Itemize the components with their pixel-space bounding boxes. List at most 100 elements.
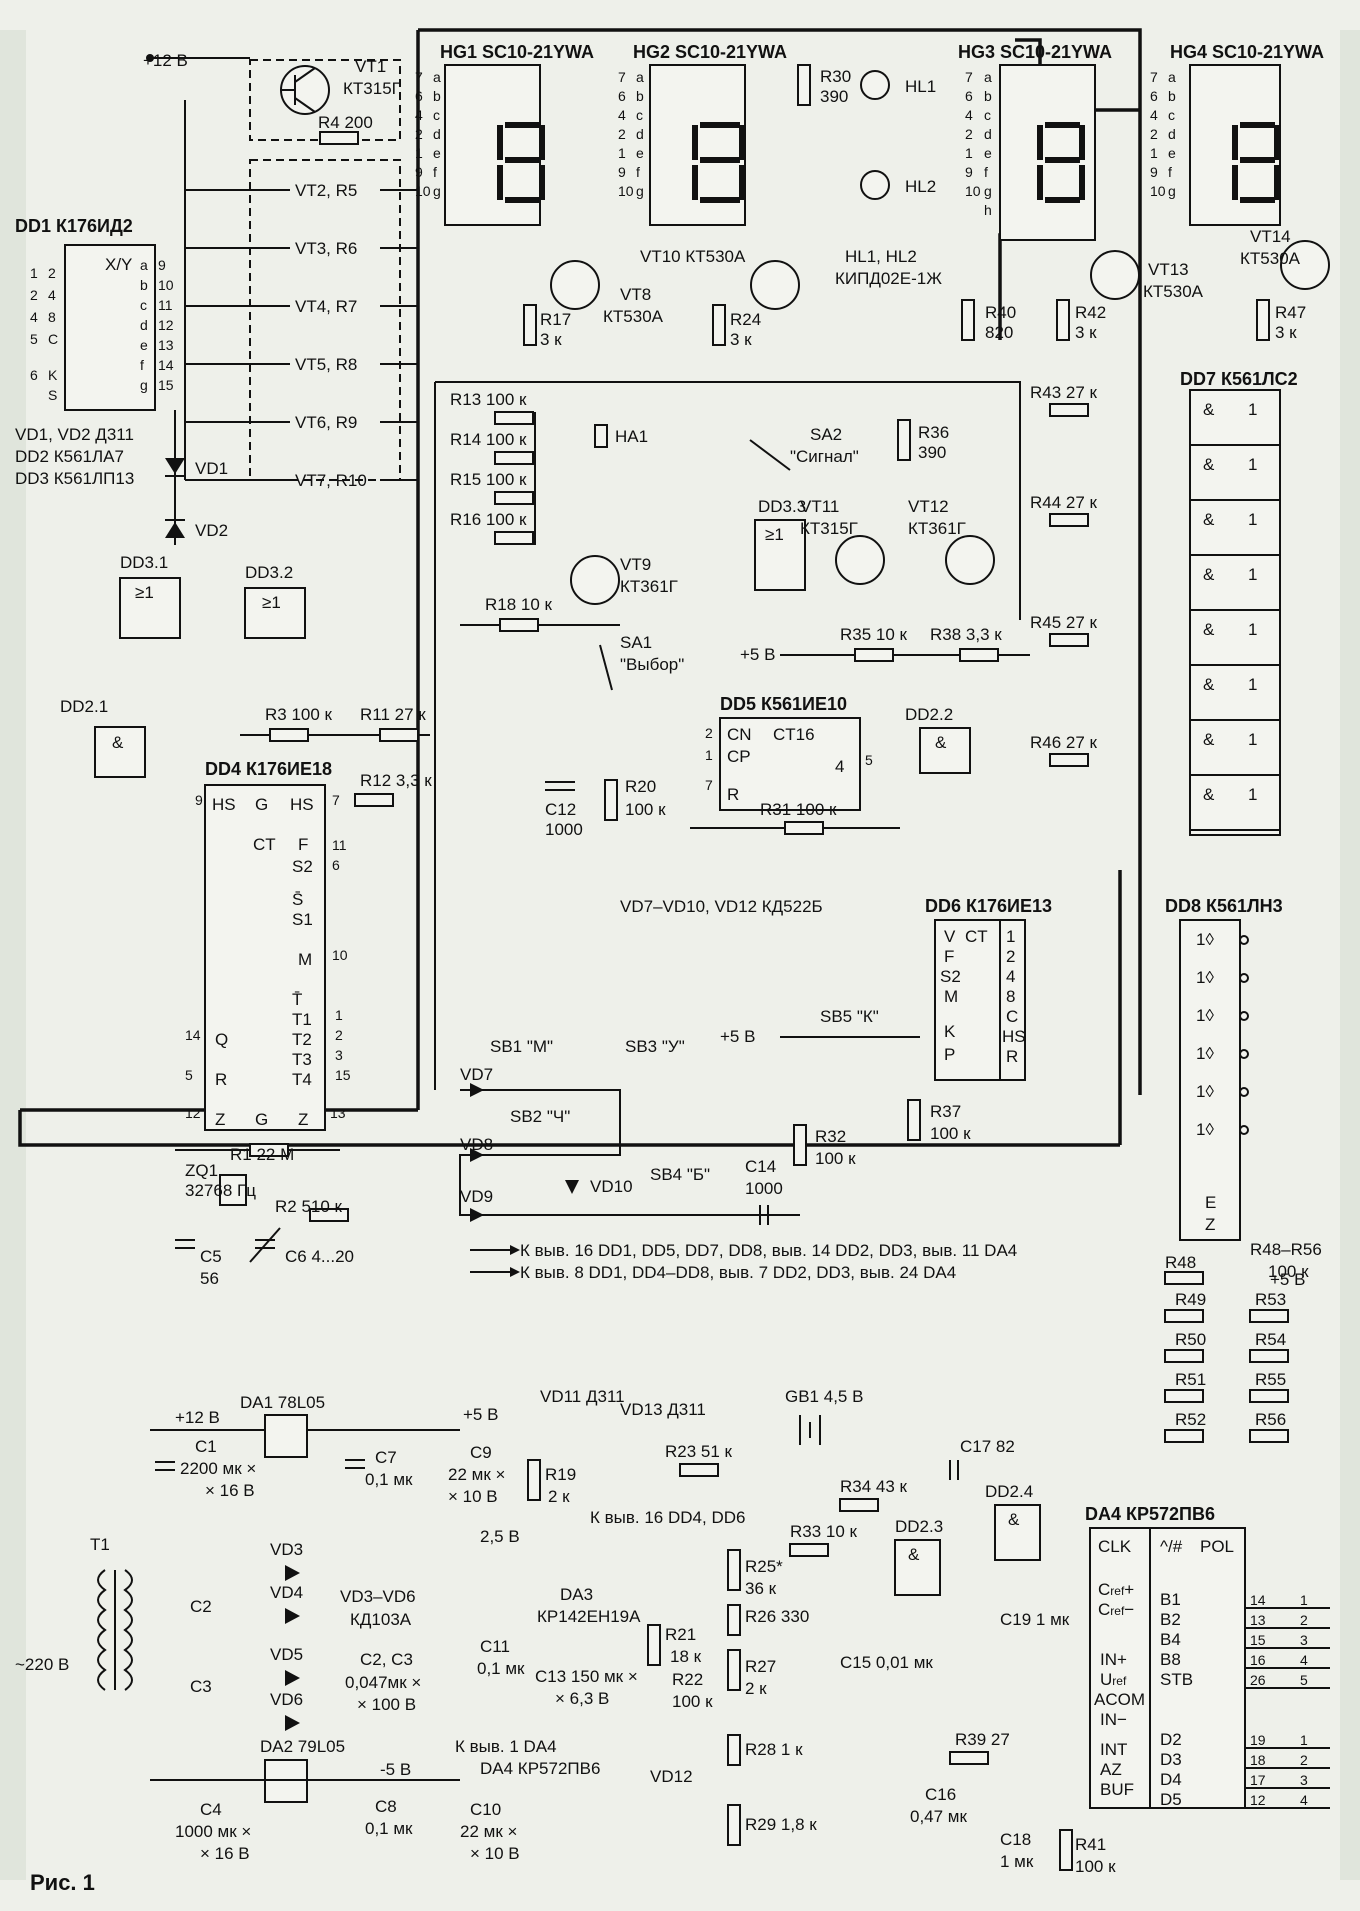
hg-segment-letter: b	[636, 88, 644, 104]
r37-label: R37	[930, 1102, 961, 1121]
svg-text:CT16: CT16	[773, 725, 815, 744]
svg-text:G: G	[255, 795, 268, 814]
svg-text:5: 5	[185, 1067, 193, 1083]
svg-text:R: R	[1006, 1047, 1018, 1066]
dd1-note-1: VD1, VD2 Д311	[15, 425, 134, 444]
dd7-or-gate: 1	[1248, 400, 1257, 419]
svg-text:14: 14	[185, 1027, 201, 1043]
hg-segment-letter: f	[636, 164, 640, 180]
c14-val: 1000	[745, 1179, 783, 1198]
r3-r11-r12: R3 100 к R11 27 к R12 3,3 к	[240, 705, 432, 807]
r44-label: R44 27 к	[1030, 493, 1098, 512]
r41-label: R41	[1075, 1835, 1106, 1854]
hg-segment-letter: d	[984, 126, 992, 142]
r34-label: R34 43 к	[840, 1477, 908, 1496]
c10-val: 22 мк ×	[460, 1822, 517, 1841]
r30-label: R30	[820, 67, 851, 86]
ha1-label: HA1	[615, 427, 648, 446]
hg-pin-number: 6	[618, 88, 626, 104]
svg-text:K: K	[48, 367, 58, 383]
c8-label: C8	[375, 1797, 397, 1816]
svg-text:1: 1	[335, 1007, 343, 1023]
hg-pin-number: 7	[1150, 69, 1158, 85]
svg-text:K: K	[944, 1022, 956, 1041]
c12-val: 1000	[545, 820, 583, 839]
r32-val: 100 к	[815, 1149, 856, 1168]
svg-text:Uref: Uref	[1100, 1670, 1127, 1689]
c18-label: C18	[1000, 1830, 1031, 1849]
da4-pin-number: 19	[1250, 1732, 1266, 1748]
hg-pin-number: 6	[415, 88, 423, 104]
svg-text:&: &	[1008, 1510, 1020, 1529]
dd5-label: DD5 К561ИЕ10	[720, 694, 847, 714]
svg-text:S: S	[48, 387, 57, 403]
hg-segment-letter: d	[1168, 126, 1176, 142]
plus5-psu: +5 В	[463, 1405, 498, 1424]
hg-pin-number: 4	[965, 107, 973, 123]
svg-text:≥1: ≥1	[135, 583, 154, 602]
r31-label: R31 100 к	[760, 800, 837, 819]
r25-val: 36 к	[745, 1579, 777, 1598]
dd7-and-gate: &	[1203, 675, 1215, 694]
da4-pin-number: 18	[1250, 1752, 1266, 1768]
c2-label: C2	[190, 1597, 212, 1616]
vt10: VT10 КТ530А R24 3 к	[640, 247, 800, 349]
dd8-inversion-bubble	[1239, 1125, 1249, 1135]
svg-text:F: F	[298, 835, 308, 854]
r32-label: R32	[815, 1127, 846, 1146]
r1-label: R1 22 М	[230, 1145, 294, 1164]
svg-text:15: 15	[158, 377, 174, 393]
svg-text:6: 6	[30, 367, 38, 383]
r37-val: 100 к	[930, 1124, 971, 1143]
da4-pin-number: 14	[1250, 1592, 1266, 1608]
r39-label: R39 27	[955, 1730, 1010, 1749]
da4-bus-number: 1	[1300, 1732, 1308, 1748]
c4-val2: × 16 В	[200, 1844, 250, 1863]
r30-val: 390	[820, 87, 848, 106]
hg-segment-letter: d	[433, 126, 441, 142]
c1-val2: × 16 В	[205, 1481, 255, 1500]
c4-val: 1000 мк ×	[175, 1822, 251, 1841]
vt1: VT1 КТ315Г R4 200	[280, 57, 401, 145]
dd3-1: ≥1 DD3.1	[119, 553, 181, 639]
k-vyv-4: К выв. 1 DA4	[455, 1737, 557, 1756]
dd7-or-gate: 1	[1248, 620, 1257, 639]
dd8-inversion-bubble	[1239, 1011, 1249, 1021]
hg-segment-letter: f	[984, 164, 988, 180]
hg-segment-letter: d	[636, 126, 644, 142]
r18-sa1: R18 10 к SA1 "Выбор"	[460, 595, 684, 691]
dd4-label: DD4 К176ИЕ18	[205, 759, 332, 779]
svg-text:C: C	[48, 331, 58, 347]
da4-pin-number: 16	[1250, 1652, 1266, 1668]
r2-label: R2 510 к	[275, 1197, 343, 1216]
svg-text:≥1: ≥1	[765, 525, 784, 544]
da3-type: КР142ЕН19А	[537, 1607, 641, 1626]
dd2-4-label: DD2.4	[985, 1482, 1033, 1501]
r14-label: R14 100 к	[450, 430, 527, 449]
vt11-type: КТ315Г	[800, 519, 858, 538]
svg-text:S̄: S̄	[292, 890, 303, 909]
da1: +12 В DA1 78L05 C7 0,1 мк C1 2200 мк × ×…	[150, 1393, 505, 1506]
vt2-label: VT2, R5	[295, 181, 357, 200]
hg-pin-number: 6	[1150, 88, 1158, 104]
svg-text:4: 4	[48, 287, 56, 303]
vd6-label: VD6	[270, 1690, 303, 1709]
vt13: VT13 КТ530А R42 3 к	[1056, 250, 1204, 342]
hg-pin-number: 9	[965, 164, 973, 180]
svg-text:INT: INT	[1100, 1740, 1127, 1759]
transformer: T1 ~220 В	[15, 1535, 133, 1691]
da4-pin-number: 15	[1250, 1632, 1266, 1648]
da1-label: DA1 78L05	[240, 1393, 325, 1412]
hg-segment-letter: c	[636, 107, 643, 123]
sb2-label: SB2 "Ч"	[510, 1107, 570, 1126]
c23-label: C2, C3	[360, 1650, 413, 1669]
da3-label: DA3	[560, 1585, 593, 1604]
svg-text:F: F	[944, 947, 954, 966]
da4-bus-number: 4	[1300, 1652, 1308, 1668]
hg-segment-letter: a	[636, 69, 644, 85]
svg-text:IN+: IN+	[1100, 1650, 1127, 1669]
hg-segment-letter: g	[1168, 183, 1176, 199]
v25-label: 2,5 В	[480, 1527, 520, 1546]
